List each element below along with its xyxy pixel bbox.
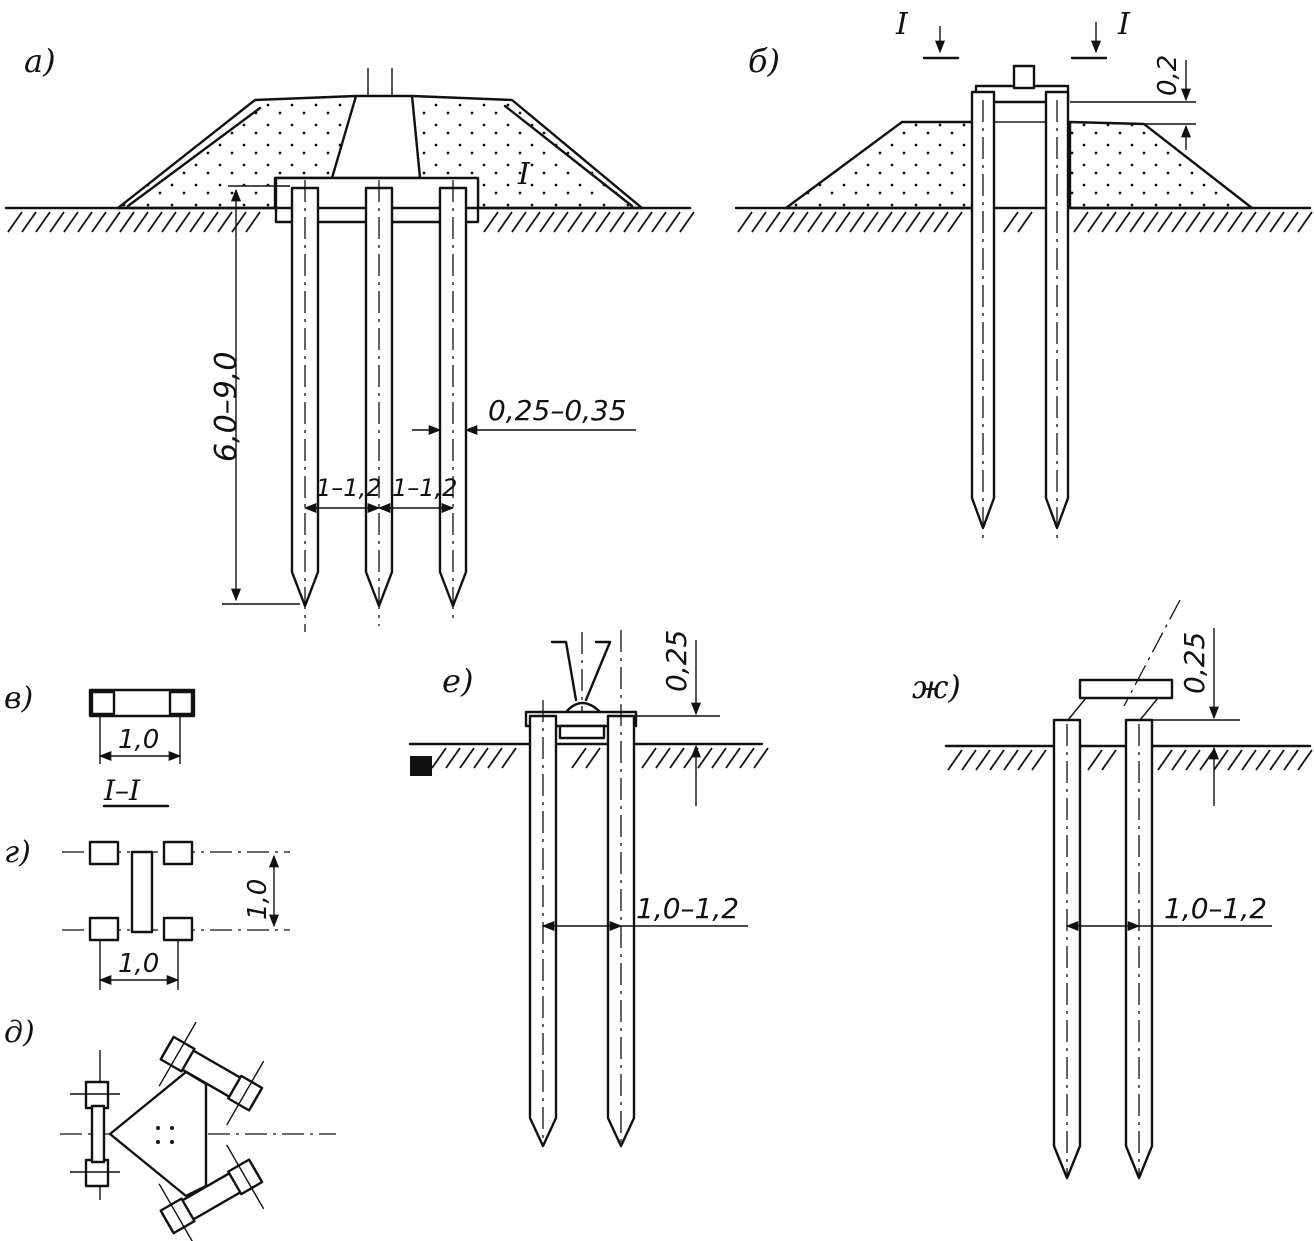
embankment [784, 120, 1254, 210]
slab [1078, 678, 1174, 700]
section-mark-right: I [1117, 7, 1131, 42]
panel-e: е) 0,25 1,0–1,2 [408, 630, 769, 1148]
panel-b: б) I I 0,2 [734, 7, 1313, 544]
spacing-label: 1,0–1,2 [1164, 892, 1267, 925]
zone-label: I [517, 157, 531, 192]
panel-d-label: д) [4, 1015, 35, 1050]
ground-hatch [947, 749, 1313, 771]
section-mark-left: I [895, 7, 909, 42]
panel-e-label: е) [442, 662, 473, 700]
pile [290, 186, 320, 608]
pile [1044, 90, 1070, 530]
panel-b-label: б) [748, 42, 780, 80]
offset-label: 0,25 [660, 630, 693, 692]
spacing-label-2: 1–1,2 [392, 474, 457, 502]
ground-hatch [431, 747, 769, 769]
panel-g-label: г) [4, 835, 31, 870]
spacing-label-1: 1–1,2 [316, 474, 381, 502]
panel-zh: ж) 0,25 1,0–1,2 [912, 599, 1313, 1180]
panel-v: в) 1,0 I–I [4, 681, 196, 808]
panel-zh-label: ж) [912, 668, 961, 706]
diameter-label: 0,25–0,35 [488, 394, 627, 427]
panel-g: г) 1,0 1,0 [4, 835, 290, 990]
pile [970, 90, 996, 530]
ground-hatch [737, 211, 1313, 233]
width-label: 1,0 [118, 725, 159, 755]
panel-a: а) I 6,0–9,0 1–1,2 1–1,2 0,25 [4, 42, 695, 632]
height-label: 1,0 [243, 879, 273, 920]
triangular-cap [108, 1070, 208, 1198]
offset-label: 0,2 [1153, 55, 1183, 96]
section-title: I–I [103, 774, 141, 807]
height-dimension-label: 6,0–9,0 [209, 352, 244, 462]
panel-v-label: в) [4, 681, 33, 716]
width-label: 1,0 [118, 949, 159, 979]
ground-hatch [7, 211, 695, 233]
offset-label: 0,25 [1178, 632, 1211, 694]
panel-a-label: а) [24, 42, 56, 80]
spacing-label: 1,0–1,2 [636, 892, 739, 925]
panel-d: д) [4, 1015, 336, 1241]
